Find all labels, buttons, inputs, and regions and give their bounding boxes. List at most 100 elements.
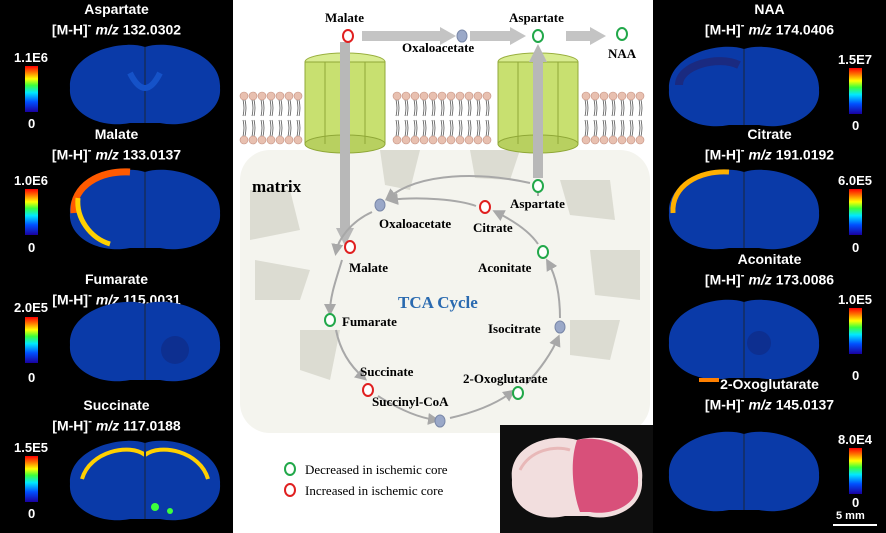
marker-citrate bbox=[479, 200, 491, 214]
matrix-label: matrix bbox=[252, 177, 302, 196]
lipid-head bbox=[608, 135, 618, 145]
colorbar-max: 1.0E5 bbox=[838, 292, 872, 307]
metabolite-name: 2-Oxoglutarate bbox=[720, 376, 819, 392]
arrowhead bbox=[336, 228, 354, 246]
brain-image bbox=[668, 299, 820, 382]
lipid-head bbox=[626, 135, 636, 145]
panel-aconitate: Aconitate [M-H]- m/z 173.0086 1.0E5 0 bbox=[653, 250, 886, 383]
lipid-tail bbox=[620, 99, 625, 137]
lipid-head bbox=[599, 91, 609, 101]
label-citrate: Citrate bbox=[473, 220, 513, 235]
lipid-head bbox=[248, 91, 258, 101]
lipid-head bbox=[284, 135, 294, 145]
marker-fumarate bbox=[324, 313, 336, 327]
metabolite-name: Succinate bbox=[83, 397, 150, 413]
lipid-tail bbox=[431, 99, 436, 137]
panel-malate: Malate [M-H]- m/z 133.0137 1.0E6 0 bbox=[0, 125, 233, 258]
colorbar-max: 1.0E6 bbox=[14, 173, 48, 188]
marker-naa-top bbox=[616, 27, 628, 41]
ion-label: [M-H]- m/z 145.0137 bbox=[704, 394, 835, 413]
marker-succinylcoa bbox=[434, 414, 446, 428]
lipid-head bbox=[275, 91, 285, 101]
lipid-head bbox=[635, 91, 645, 101]
lipid-head bbox=[284, 91, 294, 101]
ion-label: [M-H]- m/z 191.0192 bbox=[704, 144, 835, 163]
label-aspartate: Aspartate bbox=[510, 196, 565, 211]
scale-bar bbox=[833, 524, 877, 526]
label-isocitrate: Isocitrate bbox=[488, 321, 541, 336]
lipid-tail bbox=[584, 99, 589, 137]
ion-label: [M-H]- m/z 174.0406 bbox=[704, 19, 835, 38]
lipid-tail bbox=[287, 99, 292, 137]
lipid-head bbox=[266, 91, 276, 101]
lipid-head bbox=[590, 91, 600, 101]
label-malate-top: Malate bbox=[325, 10, 364, 25]
label-succinylcoa: Succinyl-CoA bbox=[372, 394, 449, 409]
brain-image bbox=[668, 46, 820, 127]
arrowhead bbox=[510, 27, 526, 45]
colorbar bbox=[25, 317, 38, 363]
lipid-head bbox=[464, 91, 474, 101]
lipid-tail bbox=[638, 99, 643, 137]
lipid-head bbox=[428, 91, 438, 101]
lipid-tail bbox=[476, 99, 481, 137]
metabolite-name: Malate bbox=[94, 126, 139, 142]
marker-malate bbox=[344, 240, 356, 254]
colorbar-zero: 0 bbox=[852, 368, 860, 383]
lipid-head bbox=[239, 91, 249, 101]
label-naa-top: NAA bbox=[608, 46, 637, 61]
lipid-head bbox=[266, 135, 276, 145]
lipid-head bbox=[275, 135, 285, 145]
lipid-head bbox=[455, 135, 465, 145]
scale-bar-label: 5 mm bbox=[836, 510, 865, 522]
panel-oxoglutarate: 2-Oxoglutarate [M-H]- m/z 145.0137 8.0E4… bbox=[653, 375, 886, 512]
lipid-head bbox=[437, 91, 447, 101]
legend-decreased-marker bbox=[284, 462, 296, 476]
lipid-tail bbox=[593, 99, 598, 137]
colorbar-zero: 0 bbox=[28, 506, 36, 521]
colorbar-max: 1.5E7 bbox=[838, 52, 872, 67]
lipid-tail bbox=[422, 99, 427, 137]
lipid-head bbox=[482, 135, 492, 145]
lipid-tail bbox=[485, 99, 490, 137]
label-aconitate: Aconitate bbox=[478, 260, 532, 275]
colorbar-zero: 0 bbox=[28, 240, 36, 255]
lipid-head bbox=[617, 135, 627, 145]
ion-label: [M-H]- m/z 117.0188 bbox=[52, 415, 181, 434]
brain-image bbox=[69, 44, 221, 125]
metabolite-name: Citrate bbox=[747, 126, 792, 142]
lipid-head bbox=[239, 135, 249, 145]
lipid-head bbox=[419, 135, 429, 145]
lipid-tail bbox=[296, 99, 301, 137]
lipid-tail bbox=[395, 99, 400, 137]
panel-fumarate: Fumarate [M-H]- m/z 115.0031 2.0E5 0 bbox=[0, 270, 233, 403]
colorbar bbox=[849, 189, 862, 235]
colorbar-zero: 0 bbox=[28, 370, 36, 385]
lipid-head bbox=[455, 91, 465, 101]
lipid-head bbox=[257, 91, 267, 101]
lipid-head bbox=[599, 135, 609, 145]
label-succinate: Succinate bbox=[360, 364, 414, 379]
colorbar-zero: 0 bbox=[852, 240, 860, 255]
marker-aconitate bbox=[537, 245, 549, 259]
cycle-title: TCA Cycle bbox=[398, 293, 478, 312]
panel-naa: NAA [M-H]- m/z 174.0406 1.5E7 0 bbox=[653, 0, 886, 133]
panel-aspartate: Aspartate [M-H]- m/z 132.0302 1.1E6 0 bbox=[0, 0, 233, 133]
membrane bbox=[239, 91, 650, 145]
cycle-arrows bbox=[324, 175, 561, 425]
marker-oaa-top bbox=[456, 29, 468, 43]
colorbar-zero: 0 bbox=[28, 116, 36, 131]
marker-isocitrate bbox=[554, 320, 566, 334]
lipid-head bbox=[482, 91, 492, 101]
lipid-head bbox=[581, 91, 591, 101]
metabolite-name: Fumarate bbox=[84, 271, 149, 287]
lipid-tail bbox=[602, 99, 607, 137]
brain-image bbox=[69, 168, 221, 250]
metabolite-name: NAA bbox=[754, 1, 785, 17]
lipid-head bbox=[392, 91, 402, 101]
lipid-head bbox=[392, 135, 402, 145]
colorbar bbox=[25, 66, 38, 112]
cristae bbox=[250, 150, 640, 380]
lipid-tail bbox=[242, 99, 247, 137]
